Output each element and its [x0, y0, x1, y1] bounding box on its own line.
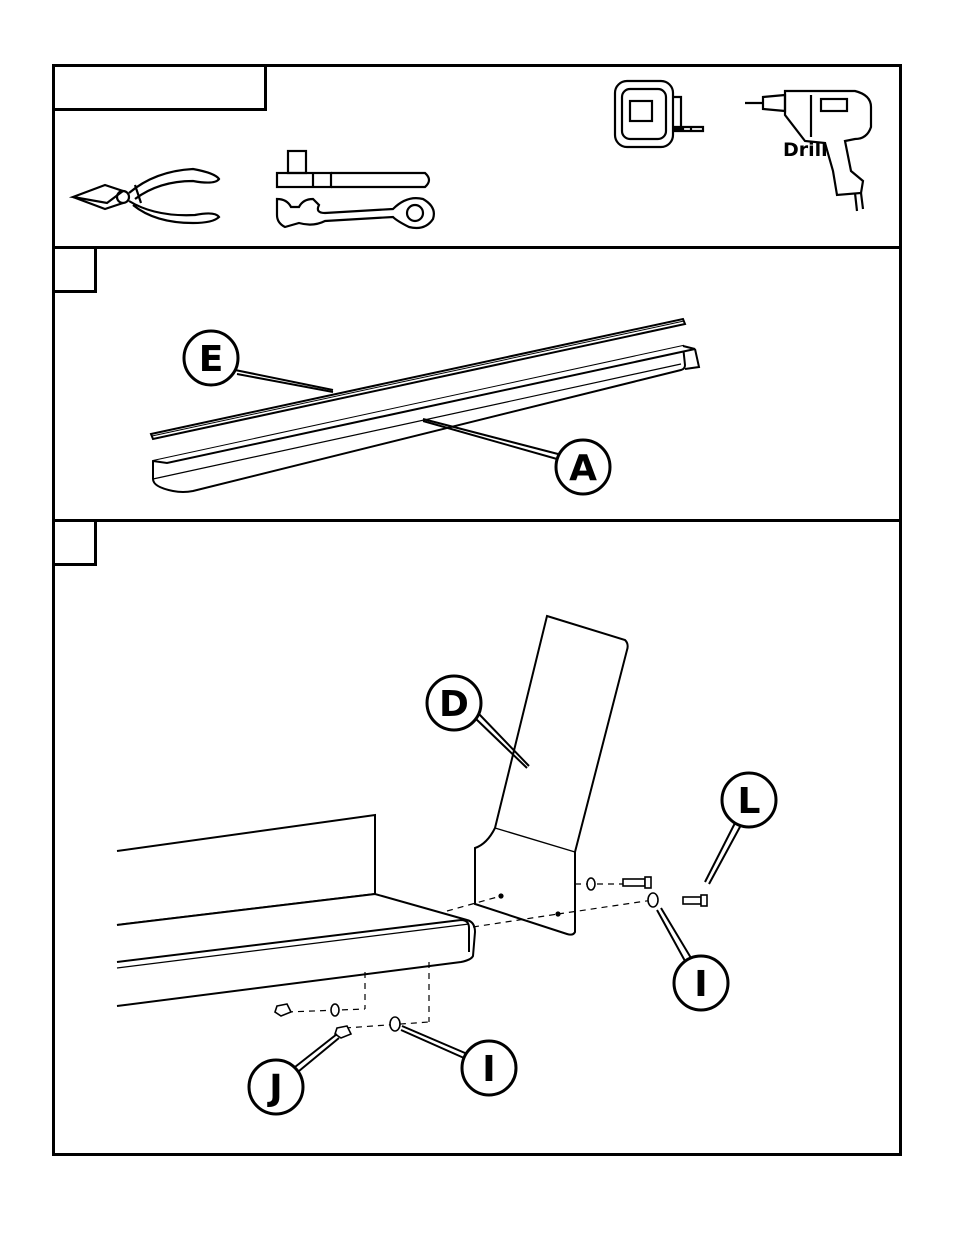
- callout-l-label: L: [738, 781, 761, 822]
- callout-e: E: [184, 331, 333, 392]
- bolt-top-head: [645, 877, 651, 888]
- callout-j: J: [249, 1034, 339, 1114]
- callout-l: L: [705, 773, 776, 884]
- callout-j-label: J: [266, 1068, 282, 1109]
- step-2-panel: D L I J: [55, 522, 899, 1153]
- washer-i-right: [648, 893, 658, 907]
- callout-d: D: [427, 676, 529, 768]
- callout-i-bottom: I: [401, 1026, 516, 1095]
- callout-e-label: E: [199, 339, 224, 380]
- callout-a: A: [423, 419, 610, 494]
- callout-i-bottom-label: I: [482, 1049, 495, 1090]
- washer-left: [331, 1004, 339, 1016]
- part-a-shelf-end: [117, 815, 475, 1006]
- bolt-l: [683, 897, 701, 904]
- tape-measure-icon: [615, 81, 703, 147]
- instruction-page-frame: Drill E: [52, 64, 902, 1156]
- washer-i-bottom: [390, 1017, 400, 1031]
- nut-left: [275, 1004, 291, 1016]
- callout-a-label: A: [569, 448, 597, 489]
- cutting-pliers-icon: [73, 169, 219, 223]
- callout-i-right: I: [657, 908, 728, 1010]
- tools-panel: Drill: [55, 67, 899, 249]
- socket-wrench-icon: [277, 151, 429, 187]
- step-1-panel: E A: [55, 249, 899, 522]
- bolt-l-head: [701, 895, 707, 906]
- nut-j: [335, 1026, 351, 1038]
- washer-top: [587, 878, 595, 890]
- drill-label: Drill: [783, 139, 828, 161]
- wrench-icon: [277, 198, 434, 228]
- bolt-top: [623, 879, 645, 886]
- part-d-bracket: [475, 616, 628, 935]
- callout-d-label: D: [439, 684, 469, 725]
- callout-i-right-label: I: [694, 964, 707, 1005]
